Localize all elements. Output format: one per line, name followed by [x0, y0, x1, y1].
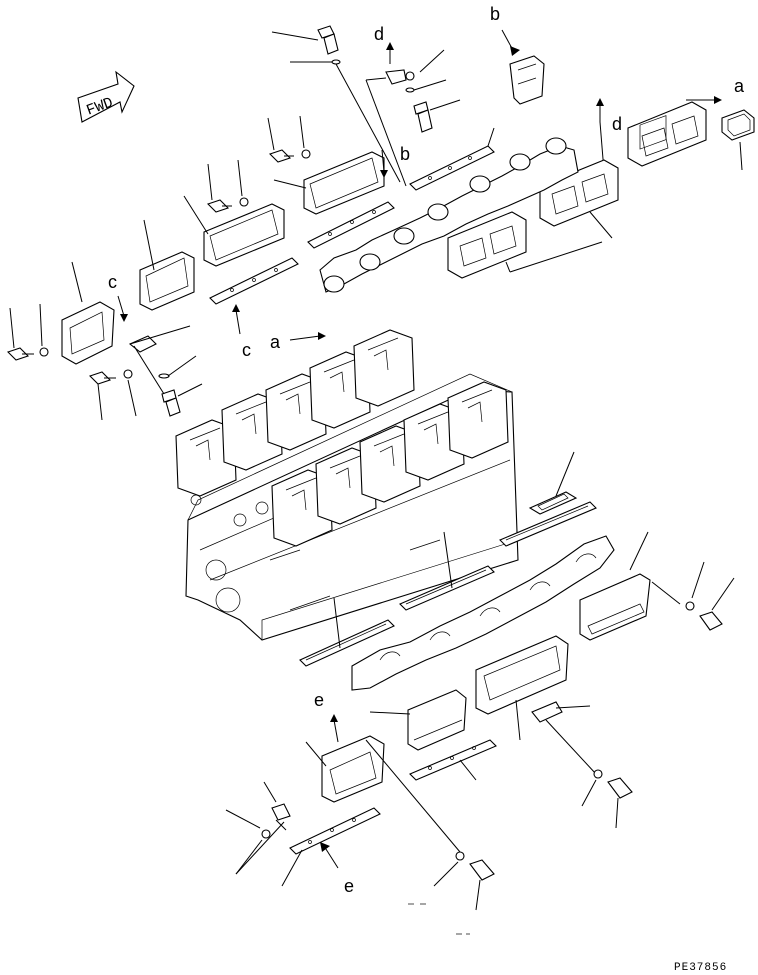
arrow-a-mid [289, 332, 326, 341]
cover-e [305, 735, 461, 853]
manifold-connector-upper-right [627, 101, 707, 167]
bolt-washer-left [6, 303, 49, 361]
gasket-long-2 [399, 531, 495, 611]
bolt-washer-mid-left [88, 369, 137, 421]
gasket-strip-lower [409, 739, 497, 781]
arrow-d-top [386, 42, 394, 64]
gasket-strip-upper [409, 127, 495, 191]
clip-small-top [290, 59, 401, 183]
exhaust-manifold-lower [351, 535, 615, 691]
gasket-strip-e [281, 807, 381, 887]
exhaust-manifold-upper [319, 137, 579, 293]
cover-plate-3 [139, 219, 195, 311]
bracket-right-small [531, 701, 597, 775]
callout-letter: c [108, 272, 117, 292]
callout-letter: e [344, 876, 354, 896]
callout-letter: a [734, 76, 745, 96]
fwd-arrow-sign: FWD [77, 70, 135, 123]
arrow-c-left [117, 295, 128, 322]
bolt-upper-right [413, 99, 461, 133]
callout-letter: b [490, 4, 500, 24]
bolt-washer-2 [206, 159, 249, 213]
arrow-e-upper [330, 714, 339, 743]
drawing-code: PE37856 [674, 962, 727, 974]
sensor-b [509, 55, 545, 105]
bolt-washer-lower-left [225, 781, 291, 875]
engine-block [175, 329, 519, 641]
arrow-b-top [501, 29, 520, 56]
bolt-top [271, 25, 339, 55]
arrow-e-bottom [320, 842, 339, 869]
manifold-connector-mid [447, 211, 603, 279]
gasket-diamond [528, 451, 578, 515]
faint-marks [408, 903, 470, 935]
cover-plate-2 [183, 195, 285, 267]
gasket-strip-c [209, 257, 299, 305]
bolt-washer-lower-right [581, 769, 633, 829]
heat-shield-right [579, 531, 681, 641]
bolt-washer-right [685, 561, 735, 631]
heat-shield-center [475, 635, 569, 741]
bracket-c [128, 325, 203, 417]
callout-letter: a [270, 332, 281, 352]
arrow-b-mid [380, 149, 388, 178]
arrow-a-right [686, 96, 722, 104]
gasket-long-1 [499, 501, 597, 547]
callout-letter: c [242, 340, 251, 360]
gasket-a [721, 109, 755, 171]
callout-letter: d [374, 24, 384, 44]
heat-shield-small [369, 689, 467, 751]
callout-letter: e [314, 690, 324, 710]
cover-plate-1 [273, 151, 385, 215]
arrow-c-mid [232, 304, 241, 335]
callout-letter: d [612, 114, 622, 134]
cover-plate-left [61, 261, 115, 365]
bolt-washer-bottom [433, 851, 495, 911]
gasket-strip-mid [307, 201, 395, 249]
bolt-washer-1 [267, 115, 311, 163]
callout-letter: b [400, 144, 410, 164]
gasket-long-3 [299, 597, 395, 667]
manifold-connector-mid-right [539, 159, 619, 239]
bracket-d [365, 49, 447, 187]
